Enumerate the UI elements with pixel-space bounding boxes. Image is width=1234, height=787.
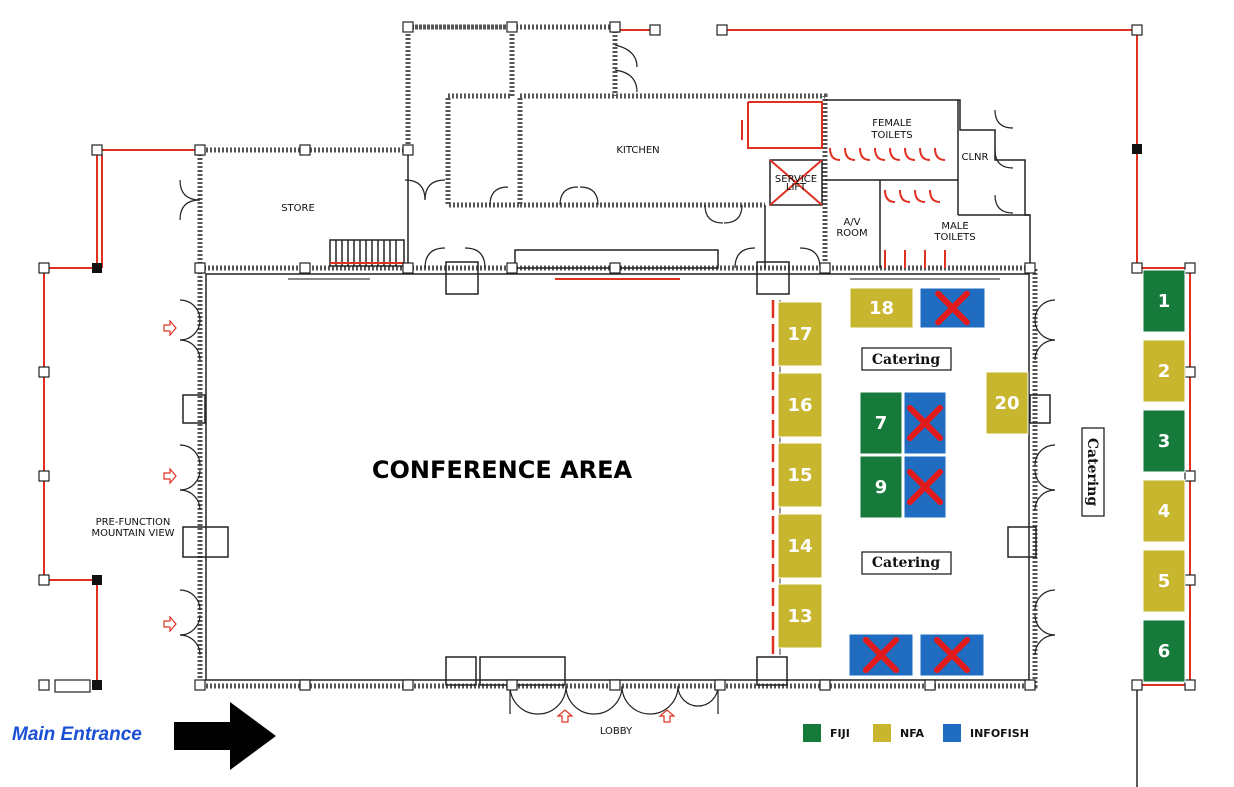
booth-3: 3 — [1142, 409, 1186, 473]
prefunction-label-2: MOUNTAIN VIEW — [91, 528, 174, 539]
booth-number: 13 — [787, 606, 812, 627]
conference-area-label: CONFERENCE AREA — [372, 456, 633, 484]
booth-9: 9 — [859, 455, 903, 519]
booth-rect — [777, 372, 823, 438]
booth-rect — [777, 513, 823, 579]
booth-rect — [849, 287, 914, 329]
booth-rect — [1142, 339, 1186, 403]
legend-swatch-infofish — [943, 724, 961, 742]
room-labels: KITCHEN STORE FEMALE TOILETS MALE TOILET… — [91, 118, 988, 737]
booth-15: 15 — [777, 442, 823, 508]
cross-icon — [933, 636, 971, 674]
legend-label-nfa: NFA — [900, 727, 924, 740]
booth-number: 15 — [787, 465, 812, 486]
booth-rect — [985, 371, 1029, 435]
service-lift-label-2: LIFT — [786, 182, 807, 193]
booth-number: 3 — [1158, 431, 1171, 452]
kitchen-label: KITCHEN — [616, 145, 659, 156]
booths: 1 2 3 4 5 6 7 9 13 14 15 16 17 18 20 — [777, 269, 1186, 683]
booth-7: 7 — [859, 391, 903, 455]
booth-number: 7 — [875, 413, 888, 434]
catering-right-label: Catering — [1084, 438, 1100, 506]
main-entrance-label: Main Entrance — [12, 724, 142, 745]
booth-number: 9 — [875, 477, 888, 498]
booth-rect — [859, 391, 903, 455]
store-label: STORE — [281, 203, 315, 214]
av-room-label-2: ROOM — [836, 228, 867, 239]
booth-20: 20 — [985, 371, 1029, 435]
booth-number: 14 — [787, 536, 812, 557]
booth-1: 1 — [1142, 269, 1186, 333]
cross-icon — [906, 468, 944, 506]
booth-rect — [777, 583, 823, 649]
booth-b2 — [919, 633, 985, 677]
entry-arrows — [163, 319, 676, 723]
legend-label-infofish: INFOFISH — [970, 727, 1029, 740]
booth-6: 6 — [1142, 619, 1186, 683]
booth-rect — [1142, 549, 1186, 613]
legend: FIJI NFA INFOFISH — [803, 724, 1029, 742]
booth-number: 17 — [787, 324, 812, 345]
catering-bottom-label: Catering — [872, 555, 940, 571]
female-toilets-label-2: TOILETS — [870, 130, 912, 141]
catering-top-label: Catering — [872, 352, 940, 368]
booth-16: 16 — [777, 372, 823, 438]
prefunction-label-1: PRE-FUNCTION — [96, 517, 171, 528]
wall-nodes — [38, 21, 1196, 693]
booth-18: 18 — [849, 287, 914, 329]
legend-swatch-fiji — [803, 724, 821, 742]
booth-number: 16 — [787, 395, 812, 416]
catering-top: Catering — [861, 347, 952, 371]
booth-rect — [777, 442, 823, 508]
booth-14: 14 — [777, 513, 823, 579]
booth-17: 17 — [777, 301, 823, 367]
booth-19 — [919, 287, 986, 329]
booth-number: 1 — [1158, 291, 1171, 312]
cross-icon — [862, 636, 900, 674]
booth-2: 2 — [1142, 339, 1186, 403]
legend-label-fiji: FIJI — [830, 727, 850, 740]
male-toilets-label-1: MALE — [941, 221, 968, 232]
male-toilets-label-2: TOILETS — [933, 232, 975, 243]
booth-13: 13 — [777, 583, 823, 649]
legend-swatch-nfa — [873, 724, 891, 742]
lobby-label: LOBBY — [600, 726, 633, 737]
booth-rect — [777, 301, 823, 367]
main-entrance-arrow-icon — [174, 702, 276, 770]
booth-10 — [903, 455, 947, 519]
booth-b1 — [848, 633, 914, 677]
booth-rect — [1142, 409, 1186, 473]
catering-right: Catering — [1081, 427, 1105, 517]
exterior-boundary — [43, 29, 1191, 787]
booth-rect — [1142, 269, 1186, 333]
stairs — [335, 240, 397, 266]
clnr-label: CLNR — [962, 152, 989, 163]
booth-8 — [903, 391, 947, 455]
booth-number: 2 — [1158, 361, 1171, 382]
cross-icon — [906, 404, 944, 442]
booth-rect — [859, 455, 903, 519]
cross-icon — [935, 290, 970, 326]
booth-4: 4 — [1142, 479, 1186, 543]
catering-bottom: Catering — [861, 551, 952, 575]
booth-rect — [1142, 619, 1186, 683]
toilet-stalls — [829, 147, 946, 268]
booth-number: 6 — [1158, 641, 1171, 662]
female-toilets-label-1: FEMALE — [872, 118, 911, 129]
booth-number: 20 — [994, 393, 1019, 414]
booth-5: 5 — [1142, 549, 1186, 613]
doors — [179, 44, 1056, 715]
booth-rect — [1142, 479, 1186, 543]
booth-number: 5 — [1158, 571, 1171, 592]
booth-number: 4 — [1158, 501, 1171, 522]
service-lift-label-1: SERVICE — [775, 174, 817, 185]
av-room-label-1: A/V — [843, 217, 860, 228]
booth-number: 18 — [869, 298, 894, 319]
